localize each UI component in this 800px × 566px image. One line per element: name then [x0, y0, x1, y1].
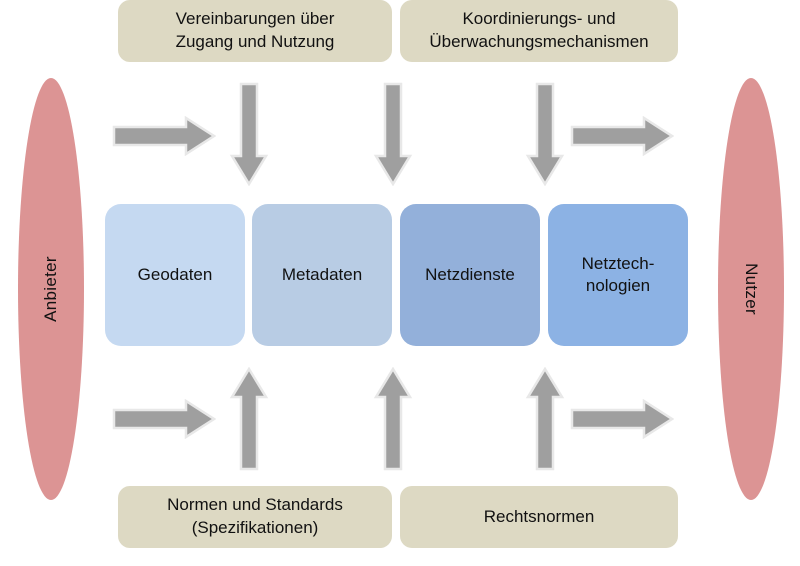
component-box-netztechnologien: Netztech- nologien [548, 204, 688, 346]
arrow-right-bottom-right [570, 399, 674, 439]
component-netzdienste-line1: Netzdienste [425, 264, 515, 284]
arrow-up-3 [524, 367, 566, 471]
arrow-down-2 [372, 82, 414, 186]
actor-anbieter-label: Anbieter [41, 256, 60, 322]
component-netztechnologien-line2: nologien [585, 276, 651, 295]
arrow-right-top-right [570, 116, 674, 156]
governance-rechtsnormen-line1: Rechtsnormen [483, 506, 595, 526]
component-box-geodaten: Geodaten [105, 204, 245, 346]
arrow-right-bottom-left [112, 399, 216, 439]
governance-vereinbarungen-line2: Zugang und Nutzung [175, 32, 335, 51]
governance-box-normen: Normen und Standards (Spezifikationen) [118, 486, 392, 548]
component-geodaten-line1: Geodaten [137, 264, 213, 284]
governance-box-vereinbarungen: Vereinbarungen über Zugang und Nutzung [118, 0, 392, 62]
component-metadaten-line1: Metadaten [281, 264, 363, 284]
governance-normen-line1: Normen und Standards [167, 495, 343, 515]
component-box-metadaten: Metadaten [252, 204, 392, 346]
arrow-up-1 [228, 367, 270, 471]
arrow-up-2 [372, 367, 414, 471]
component-box-netzdienste: Netzdienste [400, 204, 540, 346]
governance-koordinierung-text1: Koordinierungs- und [462, 9, 616, 29]
governance-koordinierung-text2: Überwachungsmechanismen [429, 32, 649, 51]
component-netztechnologien-line1: Netztech- [581, 253, 655, 273]
governance-vereinbarungen-line1: Vereinbarungen über [175, 9, 335, 29]
actor-anbieter: Anbieter [18, 78, 84, 500]
governance-box-rechtsnormen: Rechtsnormen [400, 486, 678, 548]
arrow-right-top-left [112, 116, 216, 156]
arrow-down-1 [228, 82, 270, 186]
actor-nutzer-label: Nutzer [742, 263, 761, 315]
governance-normen-line2: (Spezifikationen) [191, 518, 319, 537]
governance-box-koordinierung: Koordinierungs- und Überwachungsmechanis… [400, 0, 678, 62]
arrow-down-3 [524, 82, 566, 186]
actor-nutzer: Nutzer [718, 78, 784, 500]
